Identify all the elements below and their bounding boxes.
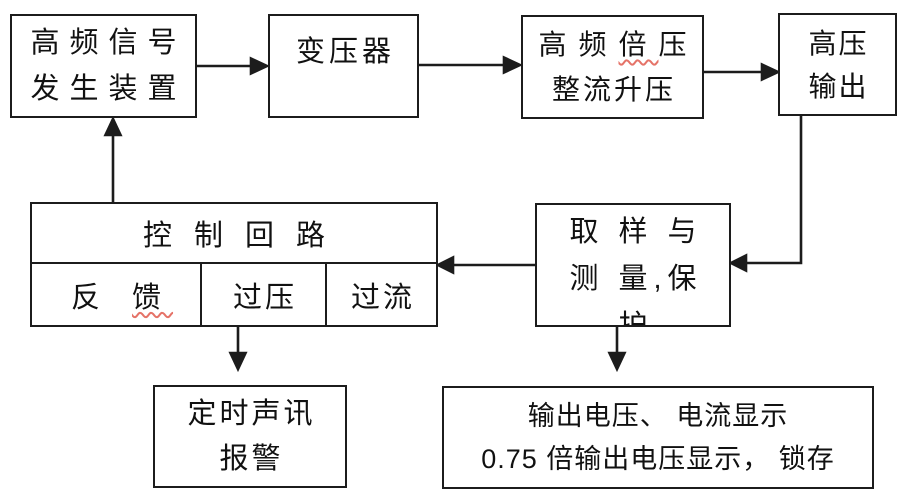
timed-audio-alarm-box: 定时声讯 报警 — [153, 385, 347, 488]
arrow-sampling-to-display — [607, 327, 627, 373]
sampling-line3-clipped: 护 — [618, 310, 654, 327]
doubler-line1-misspelled: 倍 — [618, 29, 659, 60]
sampling-line2: 测 量,保 — [569, 263, 703, 295]
hv-output-box: 高压 输出 — [778, 13, 897, 116]
doubler-line1: 高频倍压 — [526, 22, 698, 67]
hf-signal-line1: 高频信号 — [30, 27, 187, 59]
hv-output-line2: 输出 — [808, 70, 869, 102]
alarm-line2: 报警 — [219, 442, 284, 475]
doubler-line2: 整流升压 — [551, 74, 676, 105]
arrow-transformer-to-doubler — [419, 55, 524, 75]
transformer-box: 变压器 — [268, 14, 419, 118]
arrow-doubler-to-hvoutput — [704, 62, 782, 82]
hf-doubler-rectifier-box: 高频倍压 整流升压 — [521, 15, 704, 119]
control-cell-overcurrent: 过流 — [325, 264, 436, 325]
transformer-label: 变压器 — [295, 36, 395, 68]
alarm-line1: 定时声讯 — [187, 397, 316, 430]
sampling-line1: 取 样 与 — [569, 216, 703, 248]
display-line2: 0.75 倍输出电压显示， 锁存 — [481, 443, 835, 474]
feedback-text-pre: 反 — [70, 281, 133, 314]
arrow-overvoltage-to-alarm — [228, 327, 248, 373]
control-cell-overvoltage: 过压 — [200, 264, 325, 325]
doubler-line1-post: 压 — [658, 29, 699, 60]
display-line1: 输出电压、 电流显示 — [527, 400, 789, 431]
arrow-hfsignal-to-transformer — [197, 56, 271, 76]
output-display-box: 输出电压、 电流显示 0.75 倍输出电压显示， 锁存 — [442, 386, 874, 489]
hv-output-line1: 高压 — [808, 27, 869, 59]
control-loop-cells: 反 馈 过压 过流 — [32, 264, 436, 325]
doubler-line1-pre: 高频 — [538, 29, 619, 60]
feedback-text-misspelled: 馈 — [132, 281, 174, 314]
hf-signal-generator-box: 高频信号 发生装置 — [10, 14, 197, 118]
arrow-control-to-hfsignal — [103, 115, 123, 202]
control-loop-box: 控制回路 反 馈 过压 过流 — [30, 202, 438, 327]
sampling-measure-protect-box: 取 样 与 测 量,保 护 — [535, 203, 731, 327]
control-loop-header: 控制回路 — [32, 204, 436, 264]
arrow-hvoutput-to-sampling — [728, 116, 803, 273]
hf-signal-line2: 发生装置 — [30, 73, 187, 105]
control-cell-feedback: 反 馈 — [32, 264, 200, 325]
arrow-sampling-to-control — [435, 255, 535, 275]
